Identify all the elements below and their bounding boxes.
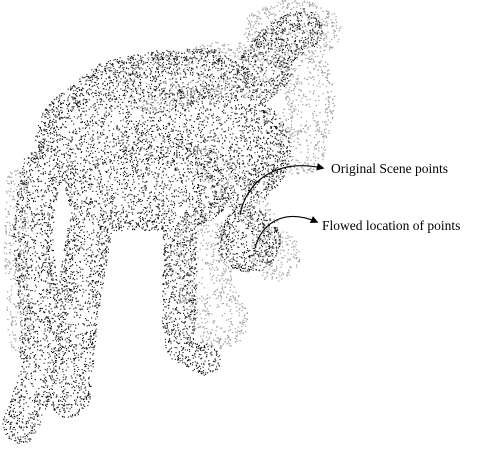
- flowed-location-label: Flowed location of points: [322, 218, 460, 233]
- original-scene-points-label: Original Scene points: [331, 161, 448, 176]
- original-points-arrow: [240, 166, 323, 215]
- flowed-point-cloud: [2, 8, 323, 444]
